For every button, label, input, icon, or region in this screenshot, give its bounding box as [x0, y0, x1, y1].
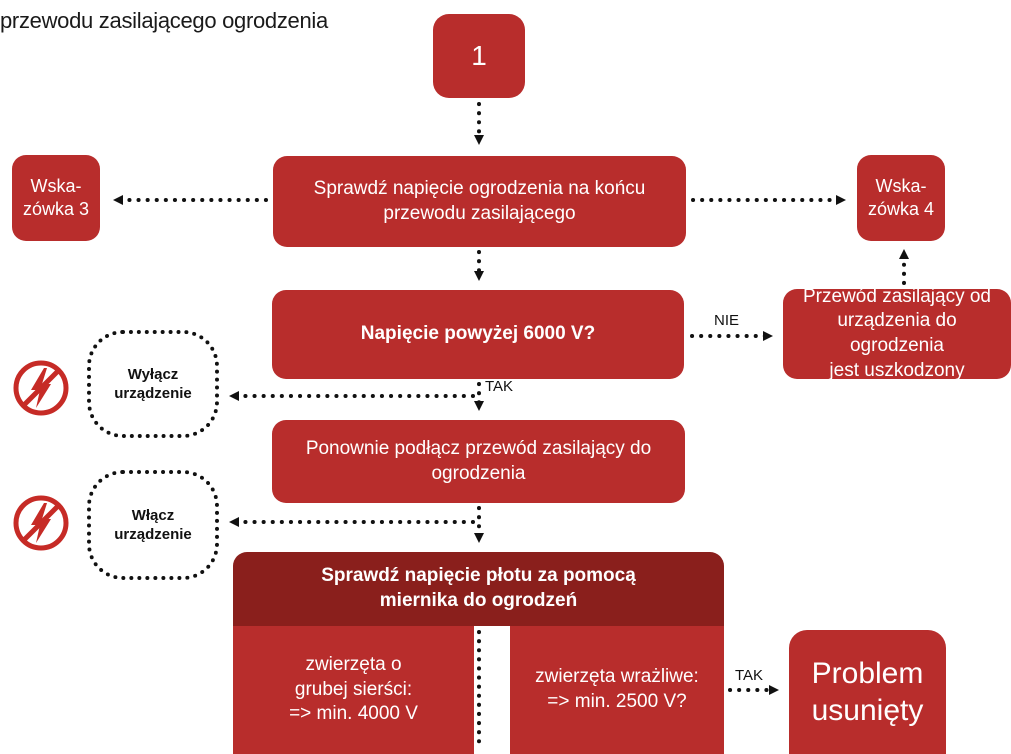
- cable-damaged-line-2: urządzenia do ogrodzenia: [837, 310, 957, 356]
- hint-4-line-1: Wska-: [875, 175, 927, 196]
- thick-coat-box: zwierzęta o grubej sierści: => min. 4000…: [233, 626, 474, 754]
- hint-3-box[interactable]: Wska- zówka 3: [12, 155, 100, 241]
- hint-3-line-1: Wska-: [30, 175, 82, 196]
- reconnect-cable-box: Ponownie podłącz przewód zasilający do o…: [272, 420, 685, 503]
- voltage-question-box: Napięcie powyżej 6000 V?: [272, 290, 684, 379]
- reconnect-line-1: Ponownie podłącz przewód zasilający do: [305, 437, 652, 459]
- reconnect-line-2: ogrodzenia: [431, 462, 526, 484]
- problem-solved-line-2: usunięty: [811, 694, 924, 727]
- crossed-lightning-icon: [12, 494, 70, 552]
- check-voltage-box: Sprawdź napięcie ogrodzenia na końcu prz…: [273, 156, 686, 247]
- meter-check-header: Sprawdź napięcie płotu za pomocą miernik…: [233, 552, 724, 626]
- page-title: przewodu zasilającego ogrodzenia: [0, 8, 328, 33]
- cable-damaged-box: Przewód zasilający od urządzenia do ogro…: [783, 286, 1011, 381]
- sensitive-line-2: => min. 2500 V?: [547, 691, 687, 712]
- step-number-box: 1: [433, 14, 525, 98]
- switch-off-box: Wyłącz urządzenie: [87, 330, 219, 438]
- sensitive-animals-box: zwierzęta wrażliwe: => min. 2500 V?: [510, 626, 724, 754]
- switch-off-line-2: urządzenie: [114, 385, 192, 402]
- switch-off-line-1: Wyłącz: [127, 365, 179, 383]
- check-voltage-line-2: przewodu zasilającego: [383, 202, 576, 224]
- problem-solved-line-1: Problem: [811, 656, 924, 690]
- problem-solved-box: Problem usunięty: [789, 630, 946, 754]
- hint-4-box[interactable]: Wska- zówka 4: [857, 155, 945, 241]
- thick-coat-line-2: grubej sierści:: [294, 678, 413, 700]
- label-yes-1: TAK: [485, 378, 514, 395]
- label-no: NIE: [714, 312, 740, 329]
- meter-header-line-1: Sprawdź napięcie płotu za pomocą: [321, 565, 636, 587]
- hint-3-line-2: zówka 3: [22, 199, 90, 219]
- thick-coat-line-3: => min. 4000 V: [289, 703, 418, 725]
- sensitive-line-1: zwierzęta wrażliwe:: [535, 666, 699, 688]
- switch-on-line-1: Włącz: [131, 506, 175, 524]
- cable-damaged-line-1: Przewód zasilający od: [803, 285, 991, 307]
- check-voltage-line-1: Sprawdź napięcie ogrodzenia na końcu: [313, 177, 646, 199]
- switch-on-line-2: urządzenie: [114, 526, 192, 543]
- hint-4-line-2: zówka 4: [867, 199, 935, 219]
- cable-damaged-line-3: jest uszkodzony: [829, 359, 965, 381]
- meter-header-line-2: miernika do ogrodzeń: [379, 590, 578, 611]
- thick-coat-line-1: zwierzęta o: [305, 653, 402, 675]
- crossed-lightning-icon: [12, 359, 70, 417]
- label-yes-2: TAK: [735, 667, 764, 684]
- switch-on-box: Włącz urządzenie: [87, 470, 219, 580]
